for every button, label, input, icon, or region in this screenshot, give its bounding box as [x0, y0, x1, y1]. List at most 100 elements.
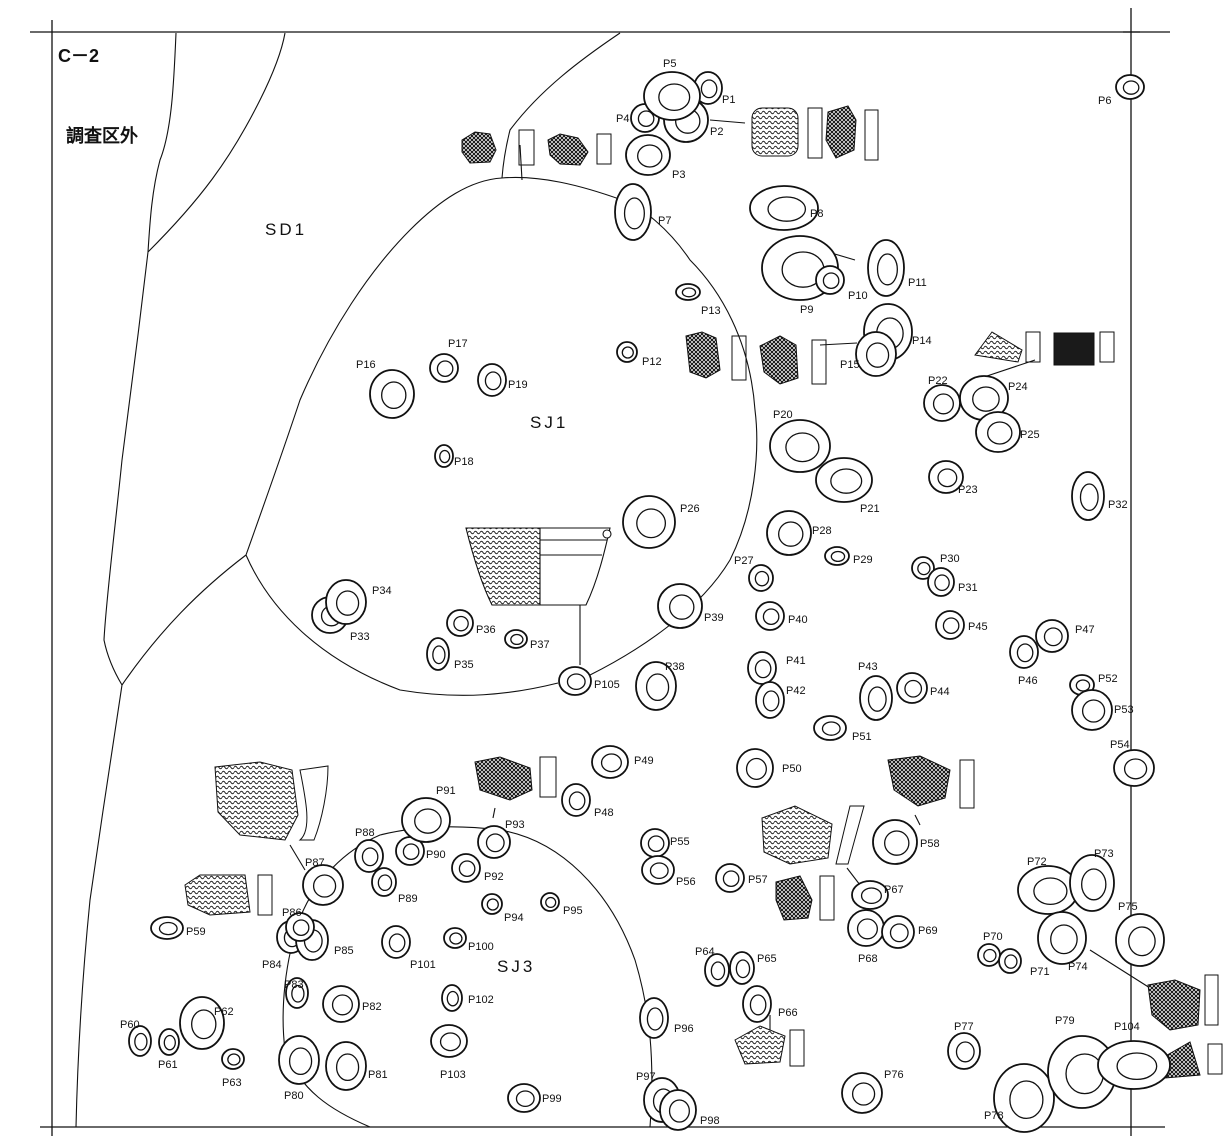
pit-bottom [1128, 926, 1156, 957]
pit-p50: P50 [736, 748, 802, 788]
pit-p5: P5 [643, 58, 701, 121]
pit-outline [429, 353, 459, 383]
pit-p1: P1 [693, 71, 735, 106]
pit-label: P16 [356, 359, 376, 371]
pit-outline [381, 925, 411, 959]
pit-label: P61 [158, 1059, 178, 1071]
pit-label: P89 [398, 893, 418, 905]
pit-bottom [785, 432, 820, 463]
pit-outline [477, 825, 511, 859]
pit-label: P66 [778, 1007, 798, 1019]
pit-bottom [600, 753, 622, 773]
pit-label: P76 [884, 1069, 904, 1081]
pit-bottom [227, 1053, 241, 1066]
pit-bottom [767, 196, 807, 222]
pit-p77: P77 [947, 1021, 981, 1070]
pit-p37: P37 [504, 629, 550, 651]
pit-p22: P22 [923, 375, 961, 422]
pit-label: P31 [958, 582, 978, 594]
pit-outline [977, 943, 1001, 967]
pit-p66: P66 [742, 985, 798, 1023]
pit-label: P43 [858, 661, 878, 673]
pit-p32: P32 [1071, 471, 1128, 521]
pit-label: P3 [672, 169, 685, 181]
pit-bottom [700, 79, 718, 99]
pit-p67: P67 [851, 880, 904, 910]
pit-bottom [335, 1053, 360, 1082]
pit-bottom [1081, 868, 1107, 901]
pit-p42: P42 [755, 681, 806, 719]
pit-bottom [163, 1034, 176, 1051]
pit-p57: P57 [715, 863, 768, 893]
pit-bottom [645, 673, 670, 702]
pit-bottom [312, 874, 337, 898]
pit-bottom [669, 594, 695, 620]
pit-bottom [876, 253, 898, 286]
pit-outline [815, 265, 845, 295]
pit-outline [675, 283, 701, 301]
pit-label: P13 [701, 305, 721, 317]
pit-bottom [917, 561, 931, 576]
pit-bottom [1004, 954, 1018, 969]
pit-label: P67 [884, 884, 904, 896]
pit-label: P21 [860, 503, 880, 515]
pit-bottom [904, 679, 923, 698]
pit-label: P79 [1055, 1015, 1075, 1027]
pit-label: P58 [920, 838, 940, 850]
pit-p98: P98 [659, 1089, 720, 1131]
pit-label: P95 [563, 905, 583, 917]
reconstructed-pot [465, 527, 612, 606]
pit-p69: P69 [881, 915, 938, 949]
pit-p17: P17 [429, 338, 468, 383]
pit-outline [881, 915, 915, 949]
pit-p65: P65 [729, 951, 777, 985]
pit-bottom [647, 835, 665, 853]
pit-outline [434, 444, 454, 468]
pit-bottom [749, 994, 767, 1016]
grid-label: C－2 [58, 46, 99, 66]
pit-label: P52 [1098, 673, 1118, 685]
pit-p7: P7 [614, 183, 671, 241]
pit-bottom [510, 633, 524, 646]
pit-bottom [484, 371, 502, 391]
pit-label: P26 [680, 503, 700, 515]
pit-label: P41 [786, 655, 806, 667]
pit-bottom [1033, 877, 1068, 906]
pit-label: P103 [440, 1069, 466, 1081]
pit-p44: P44 [896, 672, 950, 704]
pit-p99: P99 [507, 1083, 562, 1113]
pit-outline [451, 853, 481, 883]
pit-label: P15 [840, 359, 860, 371]
pit-p49: P49 [591, 745, 654, 779]
pit-bottom [681, 287, 697, 298]
pit-label: P25 [1020, 429, 1040, 441]
pit-outline [928, 460, 964, 494]
sheet-labels: C－2 調査区外 SD1 SJ1 SJ3 [58, 46, 568, 976]
pit-outline [430, 1024, 468, 1058]
pit-label: P46 [1018, 675, 1038, 687]
pit-bottom [515, 1090, 535, 1108]
pit-p36: P36 [446, 609, 496, 637]
pit-label: P100 [468, 941, 494, 953]
pit-outline [1035, 619, 1069, 653]
pit-label: P24 [1008, 381, 1028, 393]
pit-bottom [778, 521, 804, 547]
feature-sj1-label: SJ1 [530, 413, 568, 432]
pit-bottom [439, 449, 451, 464]
pit-bottom [439, 1032, 461, 1052]
pit-label: P82 [362, 1001, 382, 1013]
pit-bottom [1081, 699, 1106, 723]
pit-label: P86 [282, 907, 302, 919]
pit-bottom [867, 686, 887, 712]
pit-label: P49 [634, 755, 654, 767]
pit-bottom [821, 721, 841, 736]
pit-bottom [191, 1009, 217, 1040]
pit-label: P101 [410, 959, 436, 971]
pit-label: P74 [1068, 961, 1088, 973]
pit-outline [150, 916, 184, 940]
pit-label: P48 [594, 807, 614, 819]
pit-label: P99 [542, 1093, 562, 1105]
pit-outline [441, 984, 463, 1012]
pit-label: P42 [786, 685, 806, 697]
